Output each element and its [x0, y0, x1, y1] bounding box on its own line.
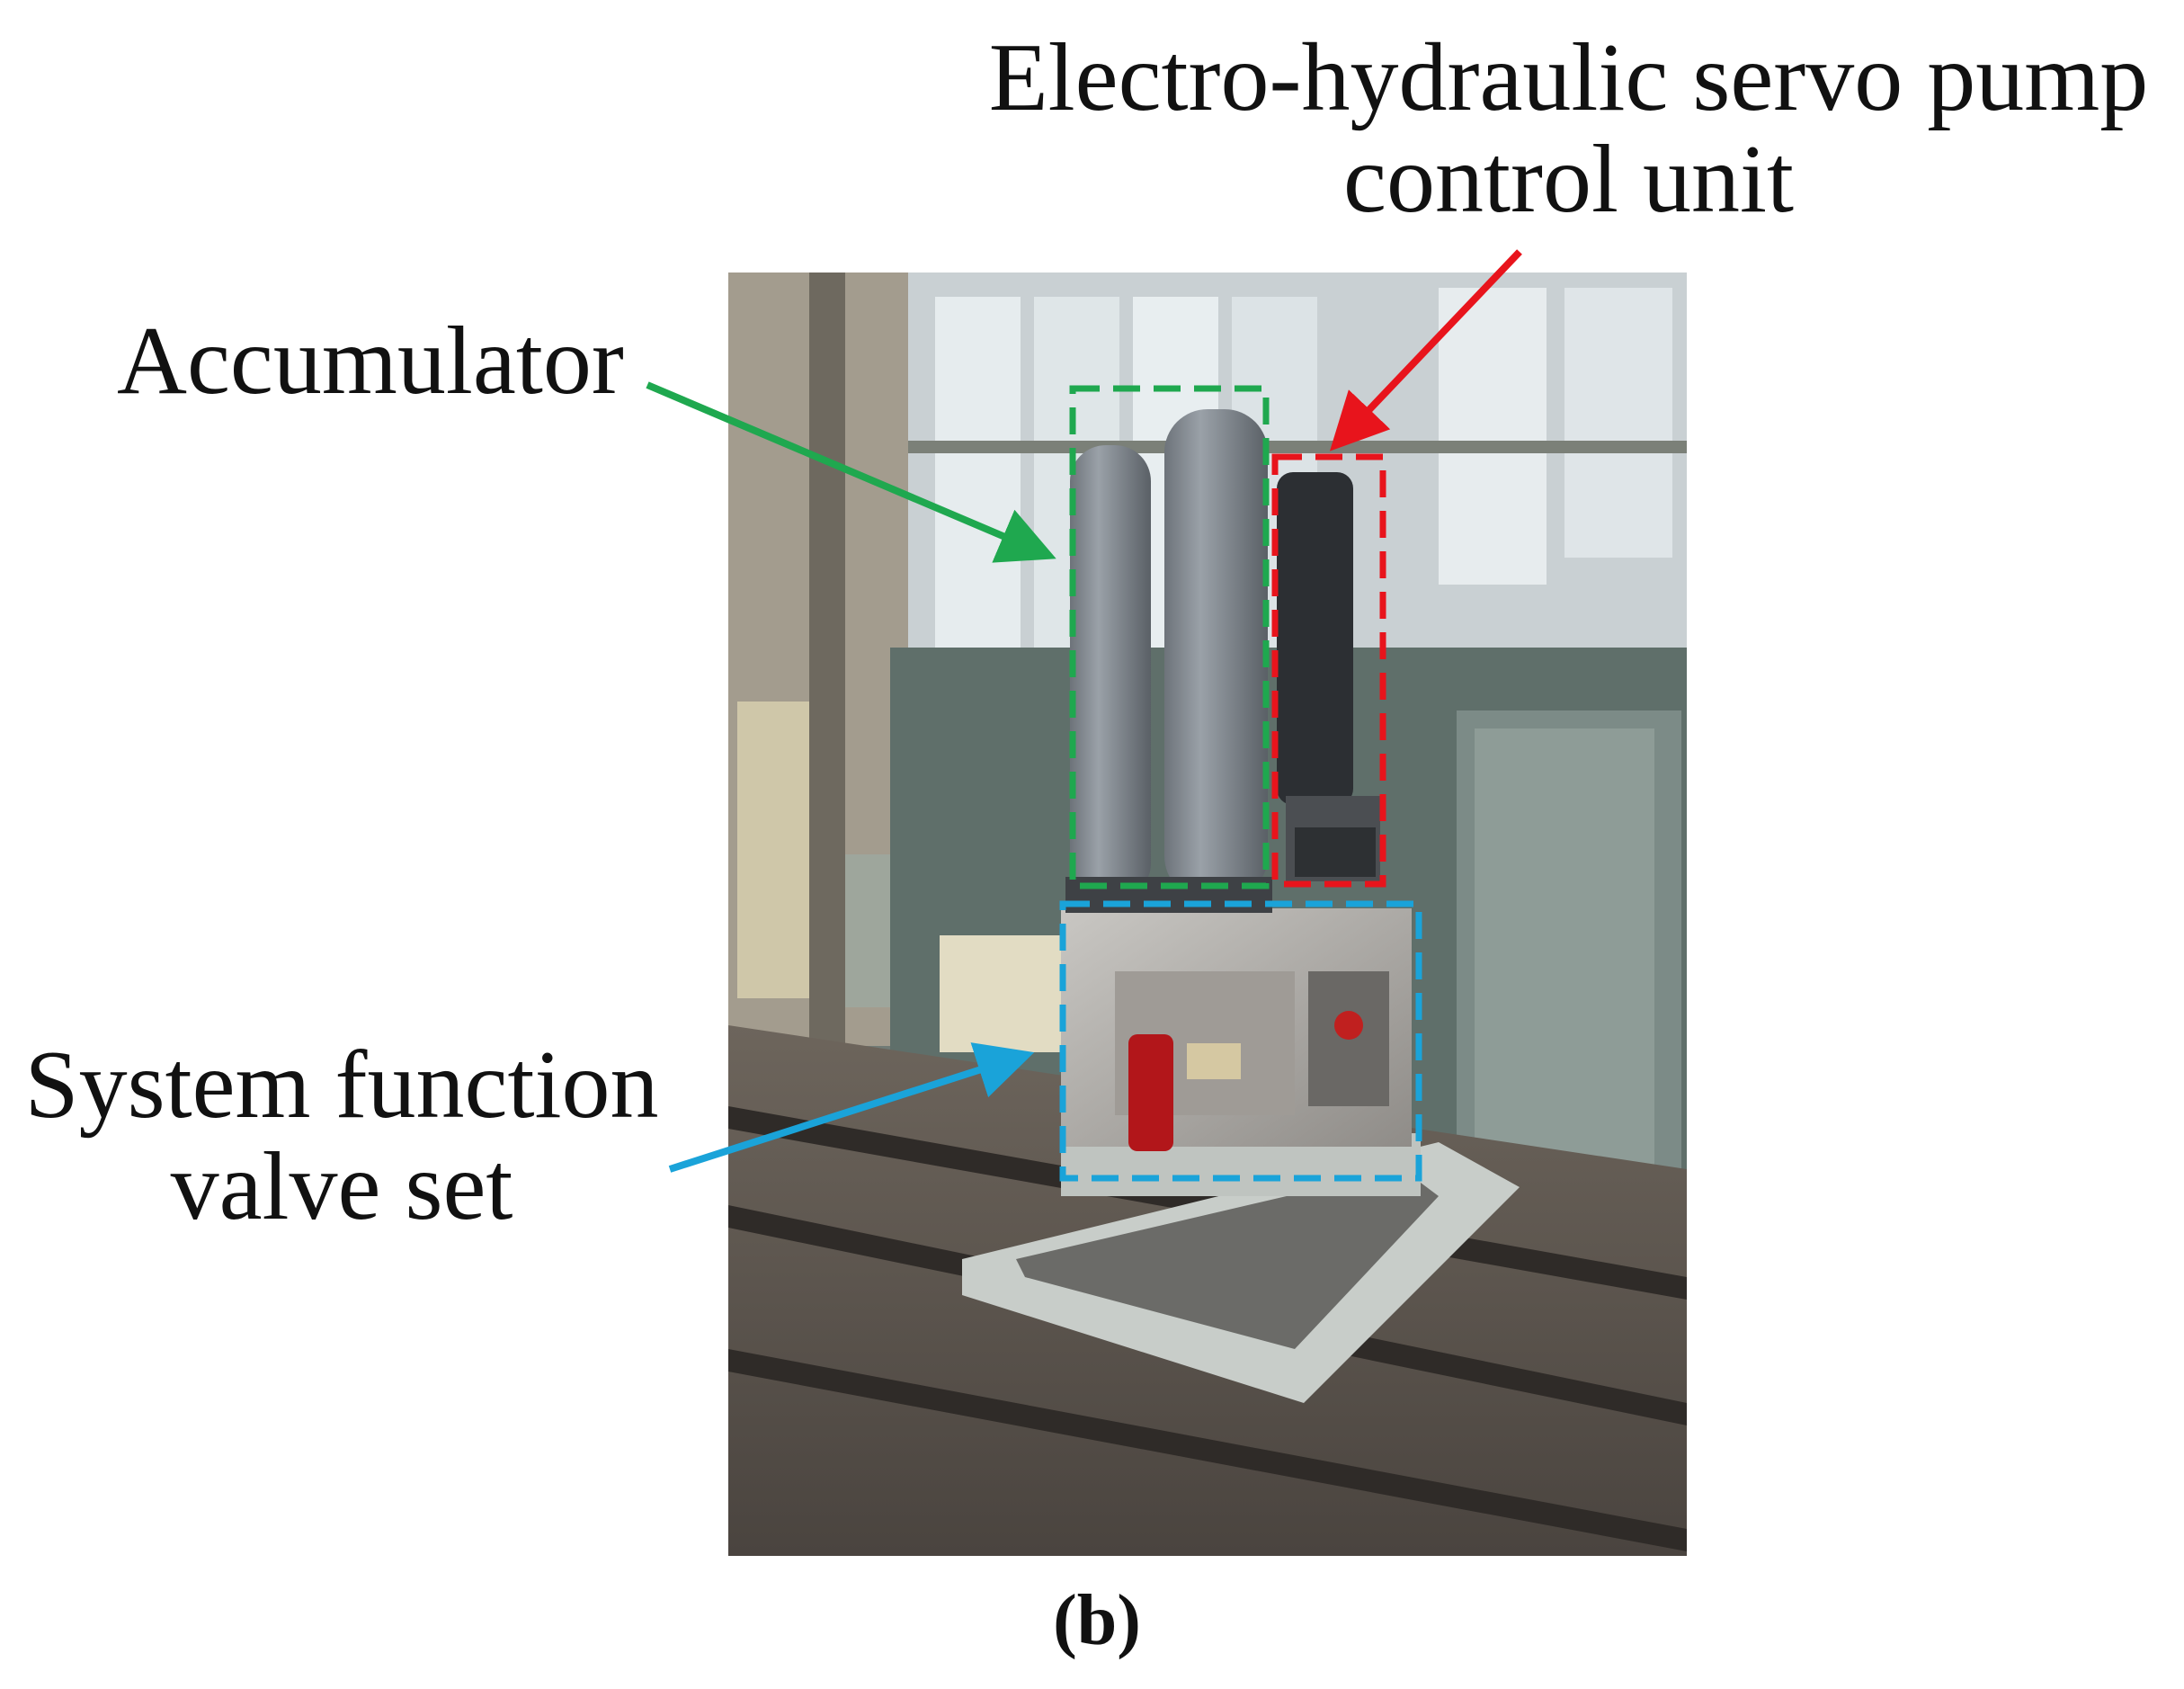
pump-label-line1: Electro-hydraulic servo pump — [988, 24, 2149, 131]
valve-dashed-box — [1059, 900, 1422, 1182]
accumulator-label: Accumulator — [117, 308, 624, 415]
pump-label: Electro-hydraulic servo pump control uni… — [953, 27, 2184, 231]
valve-label-line2: valve set — [170, 1133, 513, 1241]
valve-arrow — [668, 1042, 1035, 1173]
valve-label-line1: System function — [24, 1032, 659, 1139]
accumulator-arrow — [646, 381, 1056, 563]
pump-arrow — [1329, 249, 1522, 451]
pump-label-line2: control unit — [1343, 126, 1794, 234]
figure-caption: (b) — [1053, 1581, 1141, 1660]
accumulator-dashed-box — [1069, 385, 1270, 889]
pump-dashed-box — [1271, 453, 1386, 888]
valve-label: System function valve set — [0, 1034, 683, 1238]
photo — [728, 273, 1687, 1556]
